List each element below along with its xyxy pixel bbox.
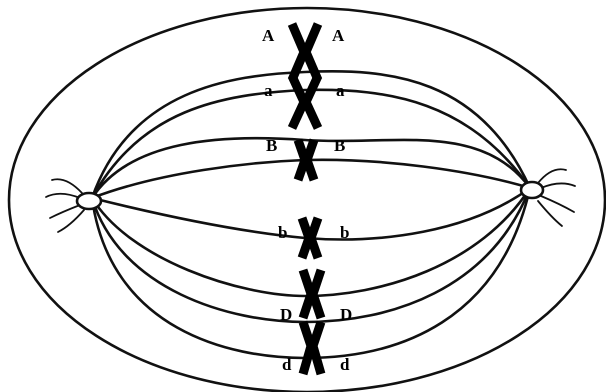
chromosome-d [303,322,321,374]
label-b-right: b [340,223,349,242]
right-centrosome-rays [538,169,575,226]
label-B-left: B [266,136,277,155]
label-a-right: a [336,81,345,100]
chromosome-B [298,140,314,180]
label-d-right: d [340,355,350,374]
chromosome-D [303,270,321,318]
right-centrosome [521,182,543,198]
chromosome-A-a-lower [292,76,318,128]
label-D-left: D [280,305,292,324]
label-a-left: a [264,81,273,100]
label-B-right: B [334,136,345,155]
chromosome-b [302,218,318,258]
label-A-right: A [332,26,345,45]
label-d-left: d [282,355,292,374]
label-b-left: b [278,223,287,242]
left-centrosome [77,193,101,209]
label-D-right: D [340,305,352,324]
label-A-left: A [262,26,275,45]
